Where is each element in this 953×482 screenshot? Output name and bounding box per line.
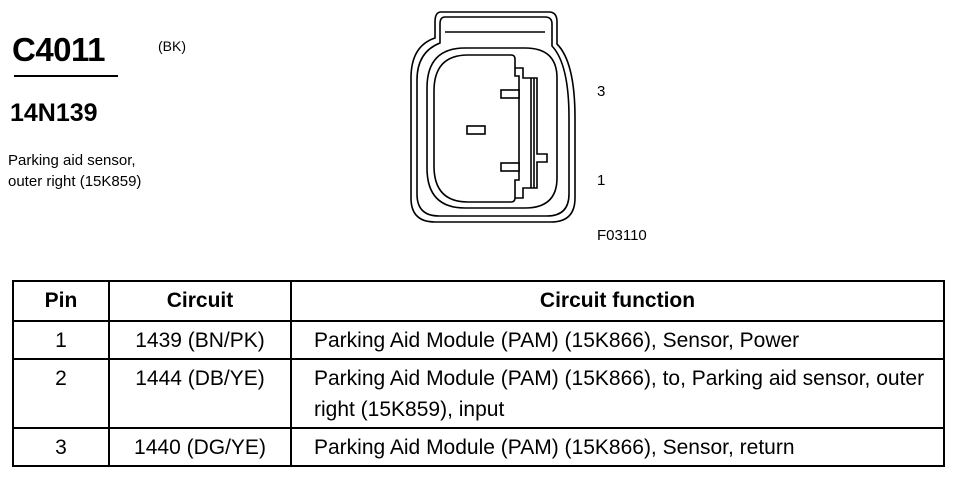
connector-description: Parking aid sensor, outer right (15K859) xyxy=(8,150,228,192)
description-line-1: Parking aid sensor, xyxy=(8,152,136,169)
pin-circuit-table: Pin Circuit Circuit function 1 1439 (BN/… xyxy=(12,280,945,467)
pin-2-terminal xyxy=(466,125,486,135)
pin-1-terminal xyxy=(500,162,520,172)
cell-function: Parking Aid Module (PAM) (15K866), to, P… xyxy=(290,358,945,429)
table-row: 2 1444 (DB/YE) Parking Aid Module (PAM) … xyxy=(12,358,945,429)
cell-circuit: 1444 (DB/YE) xyxy=(108,358,292,429)
table-row: 3 1440 (DG/YE) Parking Aid Module (PAM) … xyxy=(12,427,945,467)
cell-circuit: 1439 (BN/PK) xyxy=(108,320,292,360)
connector-body xyxy=(426,47,558,209)
header-circuit: Circuit xyxy=(108,280,292,322)
cell-pin: 1 xyxy=(12,320,110,360)
pin-label-1: 1 xyxy=(597,172,606,189)
table-row: 1 1439 (BN/PK) Parking Aid Module (PAM) … xyxy=(12,320,945,360)
figure-code: F03110 xyxy=(597,227,647,244)
header-circuit-function: Circuit function xyxy=(290,280,945,322)
cell-function: Parking Aid Module (PAM) (15K866), Senso… xyxy=(290,320,945,360)
connector-id: C4011 xyxy=(12,31,105,68)
part-number: 14N139 xyxy=(10,99,98,127)
connector-id-underline xyxy=(14,75,118,77)
cell-pin: 3 xyxy=(12,427,110,467)
connector-housing-outline xyxy=(410,11,576,223)
connector-color: (BK) xyxy=(158,38,186,54)
pin-label-3: 3 xyxy=(597,83,606,100)
table-header-row: Pin Circuit Circuit function xyxy=(12,280,945,322)
header-pin: Pin xyxy=(12,280,110,322)
pin-3-terminal xyxy=(500,89,520,99)
cell-circuit: 1440 (DG/YE) xyxy=(108,427,292,467)
connector-housing-inner-outline xyxy=(416,16,570,217)
cell-function: Parking Aid Module (PAM) (15K866), Senso… xyxy=(290,427,945,467)
cell-pin: 2 xyxy=(12,358,110,429)
description-line-2: outer right (15K859) xyxy=(8,173,142,190)
connector-diagram xyxy=(410,11,576,223)
connector-face xyxy=(433,54,520,203)
connector-keyway xyxy=(515,67,548,199)
